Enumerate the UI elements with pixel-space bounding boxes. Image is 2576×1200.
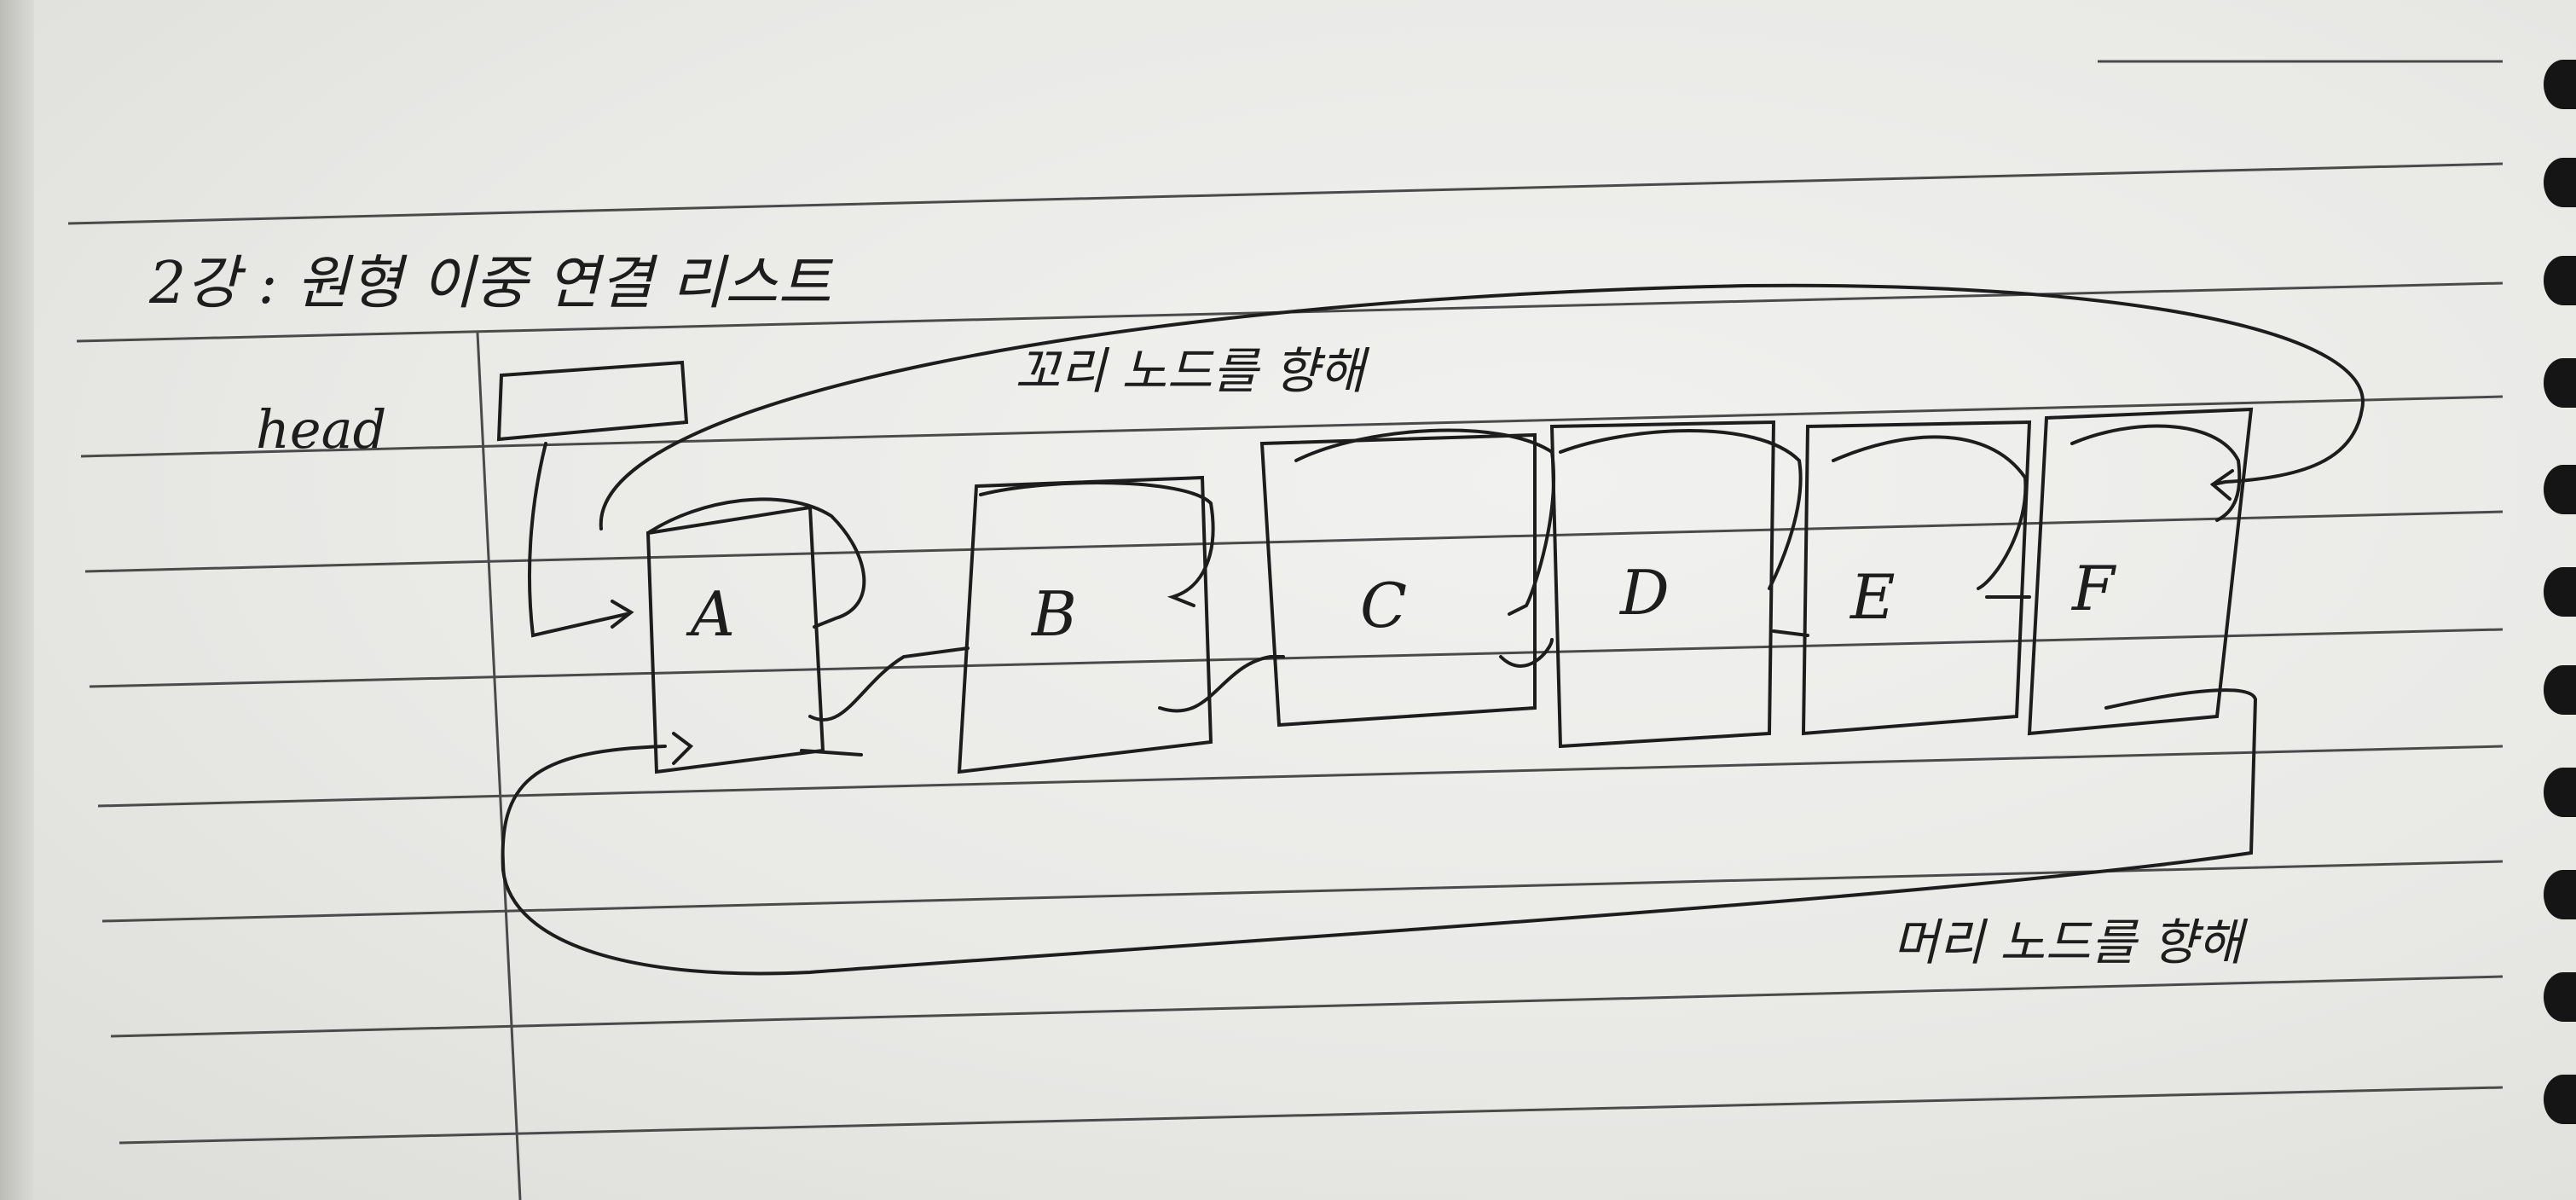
spiral-ring [2544, 665, 2576, 715]
spiral-ring [2544, 567, 2576, 617]
spiral-ring [2544, 870, 2576, 919]
bottom-note: 머리 노드를 향해 [1893, 913, 2249, 971]
node-box-b [957, 475, 1213, 774]
spiral-ring [2544, 465, 2576, 514]
node-box-e [1801, 420, 2032, 736]
node-boxes [645, 407, 2254, 774]
node-label-a: A [686, 578, 735, 650]
link-arrows [646, 424, 2242, 757]
top-note: 꼬리 노드를 향해 [1015, 342, 1370, 400]
top-wrap-loop [599, 283, 2365, 530]
spiral-ring [2544, 158, 2576, 207]
node-label-d: D [1618, 557, 1670, 629]
node-label-b: B [1030, 578, 1077, 650]
node-label-e: E [1849, 561, 1896, 633]
node-label-f: F [2070, 553, 2117, 624]
spiral-ring [2544, 768, 2576, 817]
spiral-ring [2544, 358, 2576, 408]
node-box-d [1549, 420, 1776, 749]
head-box [496, 360, 689, 638]
node-box-f [2027, 407, 2254, 736]
spiral-ring [2544, 60, 2576, 109]
node-label-c: C [1360, 570, 1407, 641]
head-label: head [256, 398, 386, 461]
spiral-ring [2544, 256, 2576, 305]
bottom-wrap-loop [501, 688, 2258, 976]
spiral-ring [2544, 972, 2576, 1022]
paper-edge [0, 0, 34, 1200]
node-box-c [1259, 432, 1537, 728]
title-text: 2강 : 원형 이중 연결 리스트 [148, 250, 833, 317]
ruled-lines [67, 60, 2504, 1200]
spiral-ring [2544, 1075, 2576, 1124]
